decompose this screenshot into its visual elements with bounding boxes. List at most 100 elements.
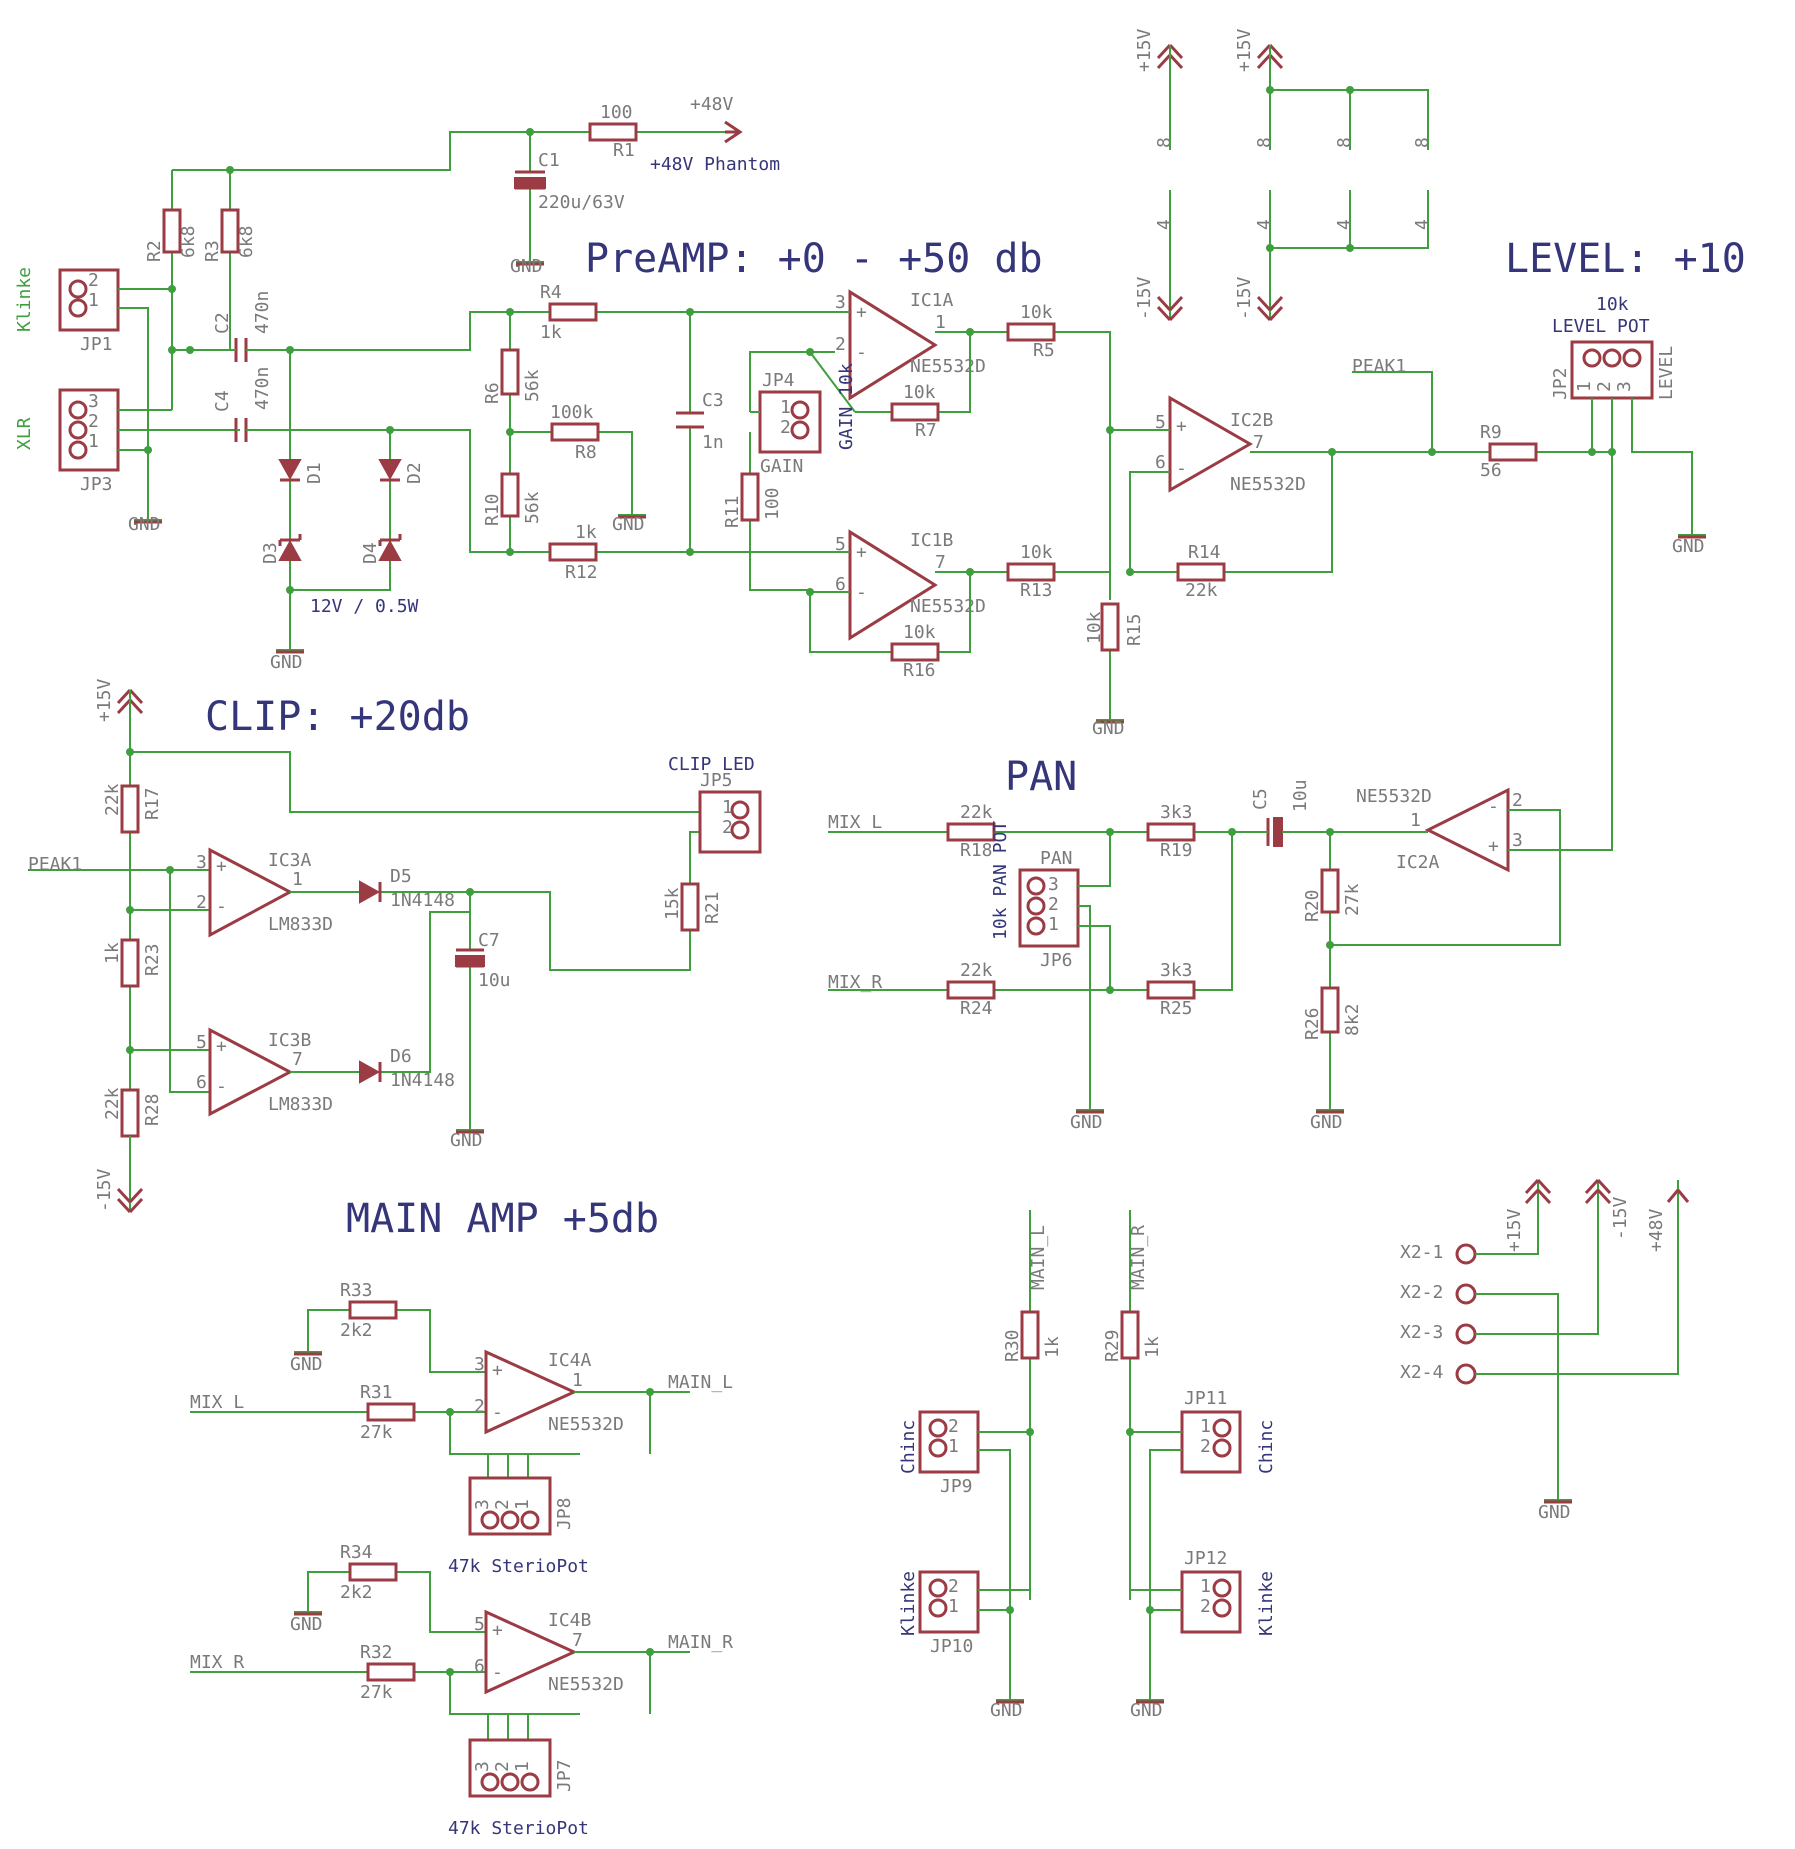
schematic-label: R34 (340, 1542, 373, 1563)
schematic-label: 10k (903, 382, 936, 403)
schematic-label: R6 (482, 382, 503, 404)
schematic-label: 220u/63V (538, 192, 625, 213)
r28-resistor (120, 1088, 140, 1138)
main-amp-heading: MAIN AMP +5db (346, 1196, 659, 1242)
jp4-connector (758, 390, 822, 454)
junction-dot (1328, 448, 1336, 456)
wire (1475, 1180, 1679, 1500)
schematic-label: 1 (88, 290, 99, 311)
schematic-label: GND (1672, 536, 1705, 557)
schematic-label: 2k2 (340, 1582, 373, 1603)
schematic-label: 1n (702, 432, 724, 453)
stereo-pot-label-b: 47k SterioPot (448, 1818, 589, 1839)
part-symbol (520, 1510, 540, 1530)
preamp-heading: PreAMP: +0 - +50 db (585, 236, 1043, 282)
schematic-label: 2 (948, 1416, 959, 1437)
part-symbol (278, 539, 302, 561)
schematic-label: + (1488, 836, 1499, 857)
junction-dot (286, 586, 294, 594)
schematic-label: + (492, 1360, 503, 1381)
schematic-label: -15V (94, 1168, 115, 1212)
schematic-label: JP11 (1184, 1388, 1227, 1409)
schematic-label: 4 (1254, 219, 1275, 230)
schematic-label: 15k (662, 887, 683, 920)
zener-note: 12V / 0.5W (310, 596, 419, 617)
schematic-label: MIX_R (190, 1652, 244, 1673)
stereo-pot-label-a: 47k SterioPot (448, 1556, 589, 1577)
part-symbol (520, 1772, 540, 1792)
ic4b-opamp (484, 1609, 578, 1695)
part-symbol (1026, 916, 1046, 936)
wire (294, 1571, 486, 1633)
junction-dot (1266, 244, 1274, 252)
schematic-label: 1N4148 (390, 1070, 455, 1091)
schematic-label: + (1176, 416, 1187, 437)
part-symbol (1455, 1283, 1477, 1305)
wire (1352, 371, 1433, 452)
schematic-label: +15V (1504, 1208, 1525, 1252)
part-symbol (116, 688, 144, 715)
wire (809, 572, 971, 653)
schematic-label: 2 (1048, 894, 1059, 915)
junction-dot (166, 866, 174, 874)
schematic-label: D3 (260, 542, 281, 564)
schematic-label: GND (1092, 718, 1125, 739)
pan-pot-label: 10k PAN POT (990, 821, 1011, 940)
r14-resistor (1176, 562, 1226, 582)
wire (1110, 429, 1170, 572)
schematic-label: + (856, 302, 867, 323)
schematic-label: + (856, 542, 867, 563)
schematic-label: R8 (575, 442, 597, 463)
schematic-label: 6 (196, 1072, 207, 1093)
jp1-label: JP1 (80, 334, 113, 355)
r13-resistor (1006, 562, 1056, 582)
wire (456, 892, 484, 1131)
schematic-label: 3 (1614, 381, 1635, 392)
schematic-label: MIX_L (190, 1392, 244, 1413)
schematic-label: 1k (1042, 1336, 1063, 1358)
schematic-label: 1 (1048, 914, 1059, 935)
jp10-connector (918, 1570, 980, 1634)
jp1-connector (58, 268, 120, 332)
schematic-label: 3k3 (1160, 960, 1193, 981)
schematic-label: -15V (1134, 276, 1155, 320)
schematic-label: R30 (1002, 1329, 1023, 1362)
part-symbol (1212, 1578, 1232, 1598)
junction-dot (1346, 86, 1354, 94)
wire (1269, 190, 1429, 320)
schematic-label: JP4 (762, 370, 795, 391)
r1-resistor (588, 122, 638, 142)
part-symbol (1156, 43, 1184, 70)
schematic-label: 1 (572, 1370, 583, 1391)
schematic-label: IC1A (910, 290, 954, 311)
schematic-label: 3 (474, 1354, 485, 1375)
clip-led-label: CLIP LED (668, 754, 755, 775)
part-symbol (928, 1418, 948, 1438)
r18-resistor (946, 822, 996, 842)
part-symbol (928, 1578, 948, 1598)
schematic-label: 3 (835, 292, 846, 313)
junction-dot (1588, 448, 1596, 456)
schematic-label: C5 (1250, 788, 1271, 810)
schematic-label: 3 (1512, 830, 1523, 851)
schematic-label: GND (990, 1700, 1023, 1721)
schematic-label: D2 (404, 462, 425, 484)
schematic-label: MAIN_R (1128, 1225, 1149, 1290)
schematic-label: R33 (340, 1280, 373, 1301)
schematic-label: 2 (492, 1761, 513, 1772)
schematic-label: 6 (835, 574, 846, 595)
schematic-label: -15V (1234, 276, 1255, 320)
schematic-label: +15V (94, 678, 115, 722)
schematic-label: R29 (1102, 1329, 1123, 1362)
wire (810, 311, 1111, 430)
schematic-label: 1 (722, 797, 733, 818)
part-symbol (1602, 348, 1622, 368)
schematic-label: MAIN_R (668, 1632, 733, 1653)
r32-resistor (366, 1662, 416, 1682)
jp9-connector (918, 1410, 980, 1474)
wire (470, 831, 700, 971)
schematic-label: R15 (1124, 613, 1145, 646)
